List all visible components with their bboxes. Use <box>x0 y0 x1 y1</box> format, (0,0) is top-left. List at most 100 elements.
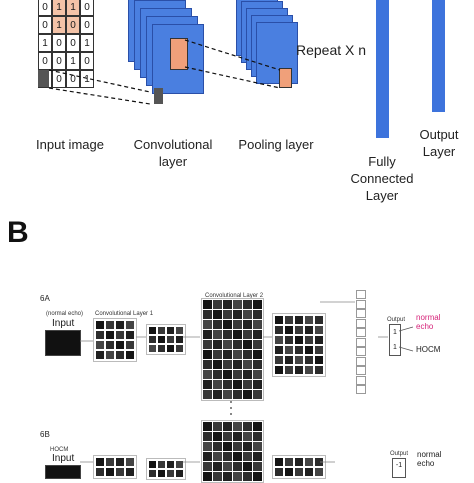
input-label-6a: Input <box>52 318 75 329</box>
feature-tile <box>275 356 283 364</box>
conv2-grid-6b <box>201 420 264 483</box>
highlighted-patch <box>279 68 292 88</box>
feature-tile <box>116 458 124 466</box>
feature-tile <box>203 422 212 431</box>
feature-tile <box>176 336 183 343</box>
conv-output-cell <box>154 88 163 104</box>
feature-tile <box>233 432 242 441</box>
grid-cell: 0 <box>52 34 66 52</box>
conv2-label: Convolutional Layer 2 <box>205 293 264 299</box>
feature-tile <box>116 331 124 339</box>
pool1-grid-6a <box>146 324 186 355</box>
fc-neuron <box>356 337 366 347</box>
feature-tile <box>106 468 114 476</box>
input-image-label: Input image <box>36 137 104 152</box>
feature-tile <box>253 380 262 389</box>
feature-tile <box>295 316 303 324</box>
ellipsis-dot <box>230 401 232 403</box>
conv1-grid-6a <box>93 318 137 362</box>
feature-tile <box>295 458 303 466</box>
feature-tile <box>213 390 222 399</box>
feature-tile <box>203 442 212 451</box>
feature-tile <box>243 330 252 339</box>
feature-tile <box>253 390 262 399</box>
feature-tile <box>305 458 313 466</box>
feature-tile <box>167 461 174 468</box>
feature-tile <box>203 380 212 389</box>
grid-cell: 1 <box>38 34 52 52</box>
feature-tile <box>176 461 183 468</box>
feature-tile <box>275 336 283 344</box>
class-hocm-6a: HOCM <box>416 345 441 354</box>
feature-tile <box>285 326 293 334</box>
feature-tile <box>233 452 242 461</box>
fc-neuron <box>356 299 366 309</box>
grid-cell: 1 <box>52 0 66 16</box>
feature-tile <box>305 366 313 374</box>
feature-tile <box>203 340 212 349</box>
feature-tile <box>295 356 303 364</box>
feature-tile <box>253 452 262 461</box>
feature-tile <box>233 360 242 369</box>
output-value-1: 1 <box>393 329 397 336</box>
feature-tile <box>233 462 242 471</box>
output-layer-bar <box>432 0 445 112</box>
feature-tile <box>203 452 212 461</box>
feature-tile <box>295 326 303 334</box>
feature-tile <box>106 321 114 329</box>
output-label-6a: Output <box>387 317 406 323</box>
feature-tile <box>167 327 174 334</box>
dashed-line <box>184 39 281 71</box>
feature-tile <box>203 300 212 309</box>
feature-tile <box>213 422 222 431</box>
feature-tile <box>149 336 156 343</box>
feature-tile <box>213 310 222 319</box>
panel-letter-b: B <box>7 216 29 249</box>
feature-tile <box>223 320 232 329</box>
feature-tile <box>253 300 262 309</box>
feature-tile <box>243 432 252 441</box>
feature-tile <box>315 458 323 466</box>
feature-tile <box>223 300 232 309</box>
feature-tile <box>253 310 262 319</box>
feature-tile <box>223 360 232 369</box>
output-value-2: 1 <box>393 344 397 351</box>
feature-tile <box>203 320 212 329</box>
feature-tile <box>223 432 232 441</box>
feature-tile <box>275 326 283 334</box>
feature-tile <box>253 350 262 359</box>
arrow-line <box>399 326 414 332</box>
feature-tile <box>96 351 104 359</box>
feature-tile <box>243 422 252 431</box>
feature-tile <box>285 346 293 354</box>
grid-cell: 0 <box>38 16 52 34</box>
feature-tile <box>203 310 212 319</box>
feature-tile <box>126 321 134 329</box>
conv1-label: Convolutional Layer 1 <box>95 311 154 317</box>
feature-tile <box>213 320 222 329</box>
feature-tile <box>96 331 104 339</box>
echo-image-6b <box>45 465 81 479</box>
convolutional-layer-label: Convolutional layer <box>133 137 213 169</box>
ellipsis-dot <box>230 413 232 415</box>
feature-tile <box>203 462 212 471</box>
ellipsis-dot <box>230 407 232 409</box>
feature-tile <box>275 316 283 324</box>
feature-tile <box>167 336 174 343</box>
grid-cell: 0 <box>38 52 52 70</box>
feature-tile <box>243 350 252 359</box>
grid-cell: 0 <box>66 34 80 52</box>
fc-neuron <box>356 356 366 366</box>
row-tag-6a: 6A <box>40 294 50 303</box>
input-label-6b: Input <box>52 453 75 464</box>
feature-tile <box>149 327 156 334</box>
feature-tile <box>243 310 252 319</box>
feature-tile <box>295 346 303 354</box>
grid-cell: 1 <box>66 0 80 16</box>
fully-connected-column-6a <box>356 290 366 396</box>
echo-image-6a <box>45 330 81 356</box>
feature-tile <box>149 345 156 352</box>
feature-tile <box>253 442 262 451</box>
feature-tile <box>213 350 222 359</box>
